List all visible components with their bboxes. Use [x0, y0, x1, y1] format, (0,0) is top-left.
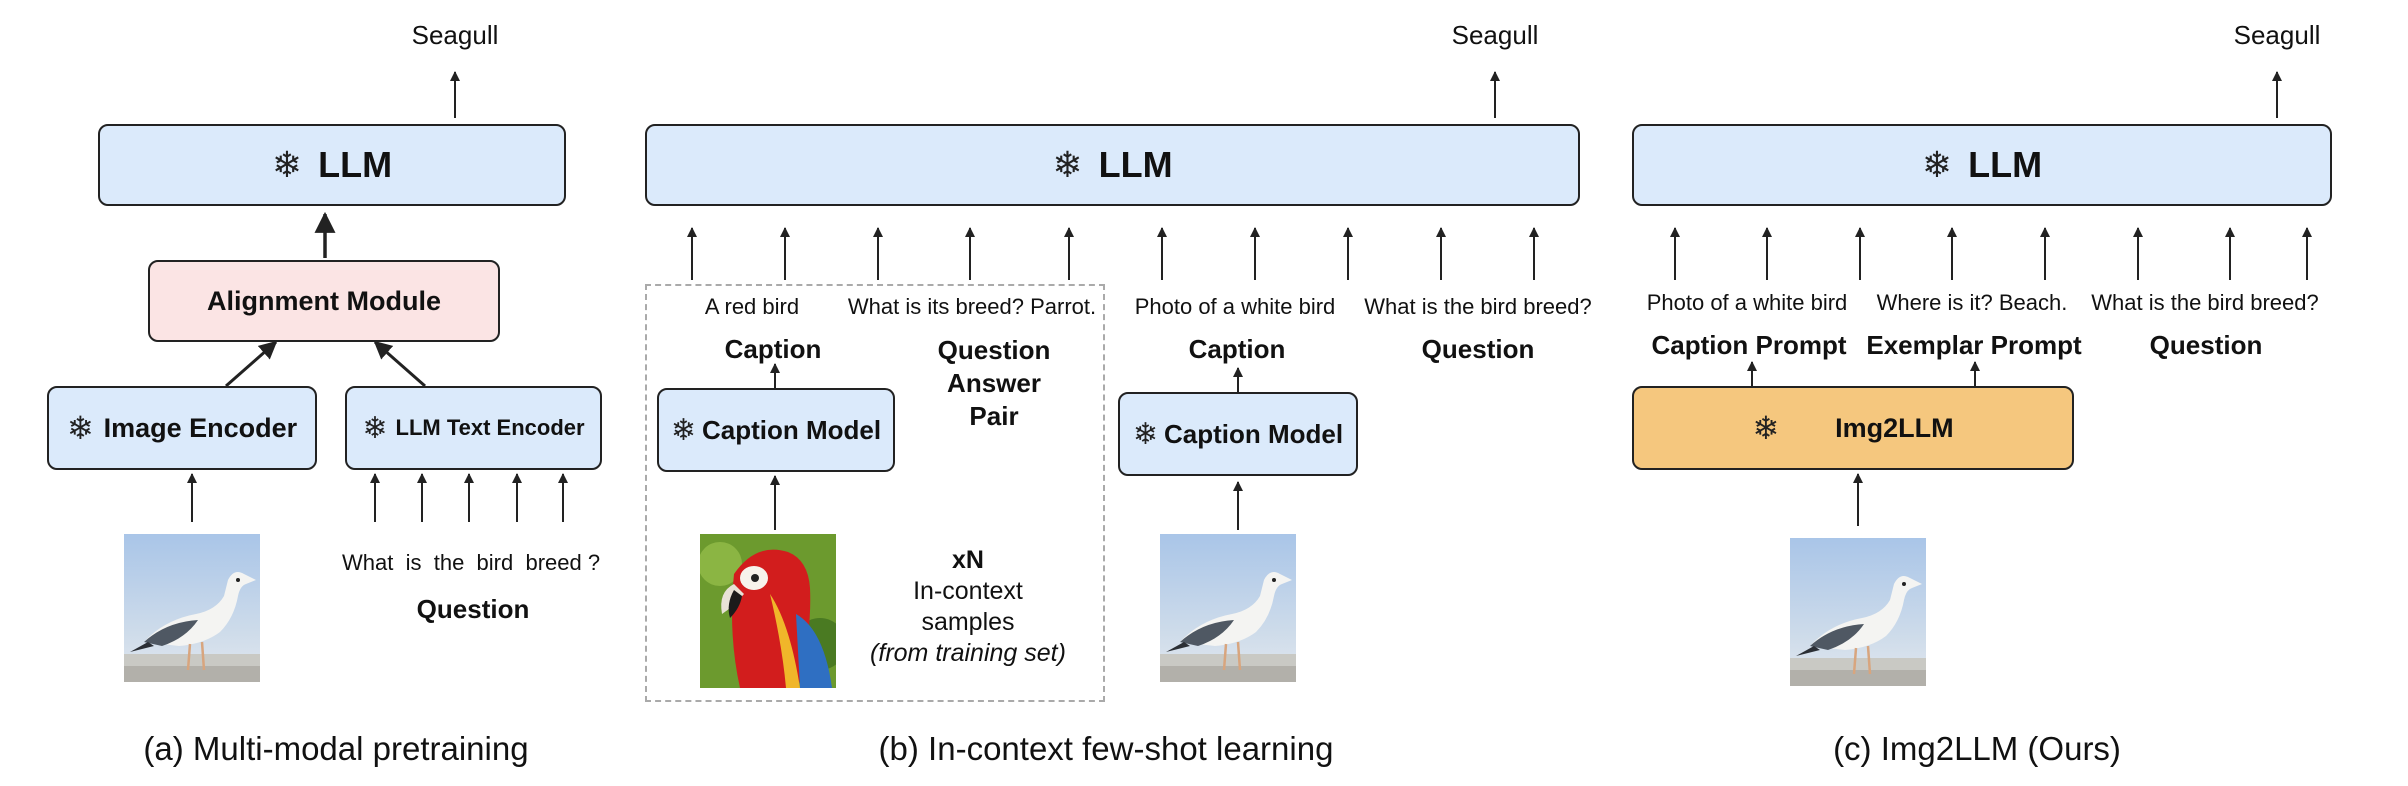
snowflake-icon: ❄: [271, 144, 303, 185]
question-word: is: [405, 550, 422, 575]
panel-caption-b: (b) In-context few-shot learning: [878, 730, 1334, 767]
q-caption-model-label: Caption Model: [1164, 418, 1344, 449]
snowflake-icon: ❄: [1132, 417, 1159, 451]
output-label-a: Seagull: [411, 20, 499, 50]
exemplar-prompt-label: Exemplar Prompt: [1866, 330, 2082, 360]
output-label-b: Seagull: [1451, 20, 1539, 50]
question-word: ?: [587, 550, 601, 575]
seagull-image-b: [1160, 534, 1296, 682]
llm-box-a: ❄ LLM: [98, 124, 566, 206]
caption-prompt-label: Caption Prompt: [1651, 330, 1847, 360]
arrow-img-enc-to-align: [225, 340, 278, 388]
ctx-qa-text: What is its breed? Parrot.: [847, 294, 1097, 319]
llm-label-b: LLM: [1098, 144, 1173, 185]
question-word: the: [433, 550, 465, 575]
llm-box-c: ❄ LLM: [1632, 124, 2332, 206]
question-word: breed: [525, 550, 582, 575]
question-word: What: [342, 550, 394, 575]
question-label-a: Question: [416, 594, 530, 624]
ctx-caption-model-label: Caption Model: [702, 414, 882, 445]
qa-label-line: Answer: [947, 368, 1041, 398]
llm-label-c: LLM: [1968, 144, 2043, 185]
question-label-c: Question: [2149, 330, 2263, 360]
img2llm-label: Img2LLM: [1835, 412, 1954, 443]
snowflake-icon: ❄: [362, 411, 388, 445]
llm-box-b: ❄ LLM: [645, 124, 1580, 206]
ctx-qa-label: Question Answer Pair: [938, 334, 1051, 433]
seagull-image-a: [124, 534, 260, 682]
parrot-image: [700, 534, 836, 688]
seagull-image-c: [1790, 538, 1926, 686]
snowflake-icon: ❄: [66, 410, 94, 446]
alignment-module-box: Alignment Module: [148, 260, 500, 342]
ctx-caption-model-box: ❄ Caption Model: [657, 388, 895, 472]
q-caption-model-box: ❄ Caption Model: [1118, 392, 1358, 476]
question-word: bird: [476, 550, 514, 575]
in-context-samples-region: [645, 284, 1105, 702]
snowflake-icon: ❄: [1921, 144, 1953, 185]
snowflake-icon: ❄: [670, 413, 697, 447]
q-question-text: What is the bird breed?: [1364, 294, 1592, 319]
snowflake-icon: ❄: [1052, 144, 1083, 185]
q-caption-label: Caption: [1188, 334, 1286, 364]
question-text-c: What is the bird breed?: [2091, 290, 2319, 315]
ctx-multiplier: xN: [952, 546, 984, 574]
image-encoder-box: ❄ Image Encoder: [47, 386, 317, 470]
question-tokens-a: What is the bird breed ?: [342, 550, 600, 576]
output-label-c: Seagull: [2233, 20, 2321, 50]
q-question-label: Question: [1421, 334, 1535, 364]
exemplar-prompt-text: Where is it? Beach.: [1876, 290, 2068, 315]
qa-label-line: Question: [937, 335, 1051, 365]
ctx-description: In-context samples (from training set): [870, 576, 1066, 669]
ctx-caption-label: Caption: [724, 334, 822, 364]
llm-text-encoder-box: ❄ LLM Text Encoder: [345, 386, 602, 470]
ctx-desc-line: samples: [921, 608, 1015, 636]
ctx-source: (from training set): [870, 639, 1066, 667]
snowflake-icon: ❄: [1752, 410, 1780, 446]
llm-text-encoder-label: LLM Text Encoder: [395, 415, 585, 440]
q-caption-text: Photo of a white bird: [1134, 294, 1336, 319]
panel-caption-a: (a) Multi-modal pretraining: [143, 730, 529, 767]
panel-caption-c: (c) Img2LLM (Ours): [1833, 730, 2121, 767]
img2llm-box: ❄ Img2LLM: [1632, 386, 2074, 470]
arrow-txt-enc-to-align: [373, 340, 426, 388]
caption-prompt-text: Photo of a white bird: [1646, 290, 1848, 315]
image-encoder-label: Image Encoder: [103, 412, 298, 443]
ctx-caption-text: A red bird: [704, 294, 800, 319]
alignment-module-label: Alignment Module: [207, 285, 441, 316]
ctx-desc-line: In-context: [913, 577, 1023, 605]
qa-label-line: Pair: [969, 401, 1019, 431]
llm-label-a: LLM: [318, 144, 393, 185]
